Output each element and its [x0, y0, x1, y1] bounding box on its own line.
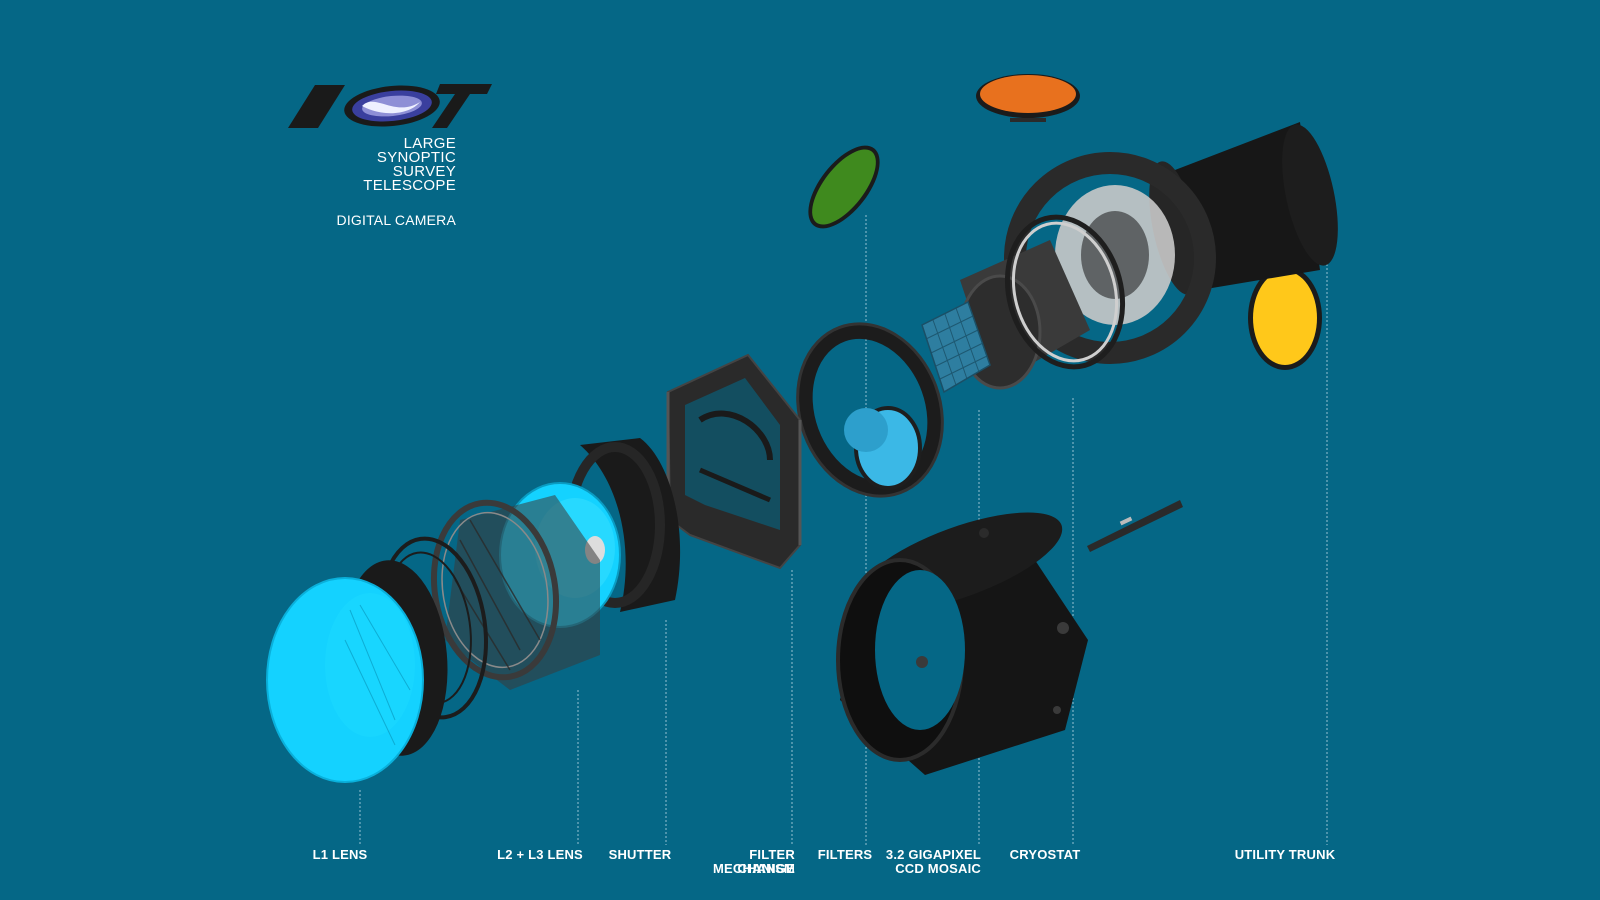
l1-lens [266, 560, 448, 783]
label-utility-trunk: UTILITY TRUNK [1234, 847, 1336, 862]
small-rail [1087, 500, 1183, 552]
label-ccd-1: 3.2 GIGAPIXEL [885, 847, 981, 862]
logo-text-survey: SURVEY [392, 163, 456, 180]
label-shutter: SHUTTER [608, 847, 672, 862]
logo-slash [288, 85, 345, 128]
l2-l3-lens-assembly [430, 482, 621, 690]
label-cryostat: CRYOSTAT [1009, 847, 1081, 862]
label-ccd-2: CCD MOSAIC [895, 861, 981, 876]
utility-trunk [1149, 122, 1338, 295]
filters-group [808, 74, 1322, 370]
logo-text-synoptic: SYNOPTIC [376, 149, 456, 166]
logo-swirl-core [362, 101, 420, 114]
lsst-logo [288, 84, 492, 128]
ccd-mosaic [921, 300, 991, 394]
logo-text-telescope: TELESCOPE [363, 177, 456, 194]
logo-text-large: LARGE [403, 135, 456, 152]
camera-body [836, 512, 1088, 775]
label-filters: FILTERS [817, 847, 873, 862]
cryostat [958, 152, 1216, 390]
label-filter-change-1: FILTER CHANGE [737, 847, 795, 876]
label-filter-change-2: MECHANISM [713, 861, 795, 876]
logo-subtitle: DIGITAL CAMERA [336, 212, 456, 228]
filter-carousel [796, 322, 944, 498]
logo-t [432, 84, 492, 128]
filter-change-mechanism [666, 353, 802, 570]
label-l2-l3-lens: L2 + L3 LENS [497, 847, 583, 862]
label-l1-lens: L1 LENS [312, 847, 368, 862]
